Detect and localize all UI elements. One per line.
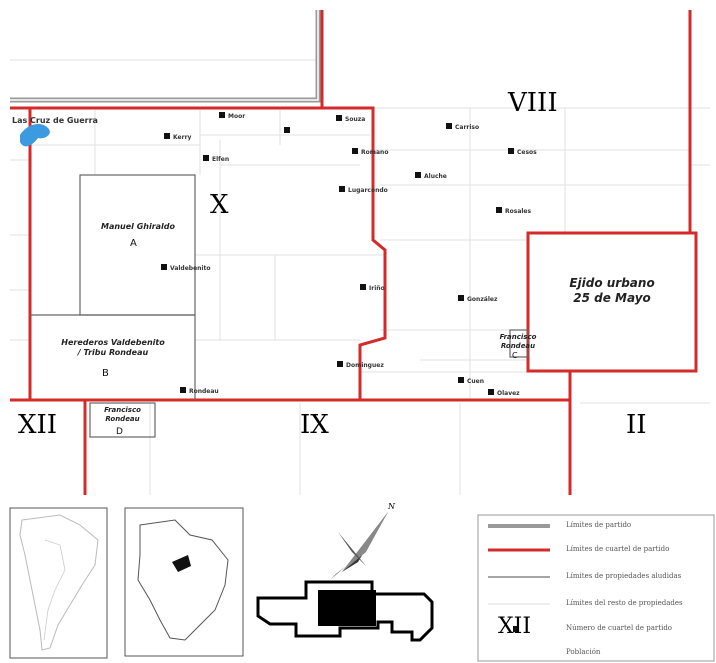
property-b-name: Herederos Valdebenito / Tribu Rondeau <box>36 338 190 358</box>
population-label: Souza <box>345 116 366 123</box>
property-d-letter: D <box>116 427 123 437</box>
locator-south-america <box>9 507 108 659</box>
legend-label-population: Población <box>566 648 601 656</box>
cuartel-number-viii: VIII <box>508 88 558 118</box>
laguna-label: Las Cruz de Guerra <box>12 116 98 125</box>
other-property-lines <box>10 59 710 495</box>
population-label: Aluche <box>424 173 447 180</box>
population-label: Rondeau <box>189 388 219 395</box>
property-d-name: Francisco Rondeau <box>90 406 155 424</box>
population-label: Cuen <box>467 378 485 385</box>
cuartel-number-x: X <box>210 190 229 220</box>
property-c-line2: Rondeau <box>500 342 536 350</box>
cuartel-limit-lines <box>10 10 698 495</box>
population-label: Cesos <box>517 149 537 156</box>
population-label: Romano <box>361 149 389 156</box>
property-b-line1: Herederos Valdebenito <box>61 338 165 347</box>
population-markers <box>161 112 514 395</box>
cuartel-number-ix: IX <box>300 410 329 440</box>
legend-label-cuartel: Límites de cuartel de partido <box>566 545 670 553</box>
population-label: Elfen <box>212 156 230 163</box>
property-limit-lines <box>30 174 529 438</box>
ejido-line1: Ejido urbano <box>569 276 655 290</box>
ejido-urbano-label: Ejido urbano 25 de Mayo <box>530 276 694 306</box>
property-a-letter: A <box>130 238 137 249</box>
compass-rose-icon <box>330 512 388 580</box>
property-c-letter: C <box>512 351 518 360</box>
legend-label-other-property: Límites del resto de propiedades <box>566 599 683 607</box>
cuartel-number-ii: II <box>626 410 647 440</box>
legend-label-cuartel-number: Número de cuartel de partido <box>566 624 673 632</box>
population-label: González <box>467 296 498 303</box>
ejido-line2: 25 de Mayo <box>573 291 651 305</box>
legend-symbol-cuartel-number: XII <box>498 614 532 639</box>
property-d-line1: Francisco <box>104 406 141 414</box>
property-b-letter: B <box>102 368 109 379</box>
population-label: Dominguez <box>346 362 384 369</box>
population-label: Carriso <box>455 124 480 131</box>
population-label: Moor <box>228 113 246 120</box>
property-d-line2: Rondeau <box>105 415 140 423</box>
laguna-water-icon <box>20 124 50 147</box>
property-a-name: Manuel Ghiraldo <box>100 222 175 231</box>
population-label: Kerry <box>173 134 192 141</box>
property-b-line2: / Tribu Rondeau <box>77 348 149 357</box>
population-label: Rosales <box>505 208 532 215</box>
population-label: Valdebenito <box>170 265 211 272</box>
property-c-line1: Francisco <box>499 333 537 341</box>
property-c-name: Francisco Rondeau <box>488 333 548 351</box>
partido-outline <box>256 580 434 642</box>
partido-limit-lines <box>10 10 321 103</box>
legend-label-property: Límites de propiedades aludidas <box>566 572 682 580</box>
compass-north-label: N <box>388 502 395 511</box>
legend-label-partido: Límites de partido <box>566 521 632 529</box>
cuartel-number-xii: XII <box>18 410 58 440</box>
population-label: Iriño <box>369 285 385 292</box>
locator-buenos-aires <box>124 507 244 657</box>
population-label: Lugarcondo <box>348 187 388 194</box>
population-label: Olavez <box>497 390 520 397</box>
legend-box <box>477 514 715 662</box>
